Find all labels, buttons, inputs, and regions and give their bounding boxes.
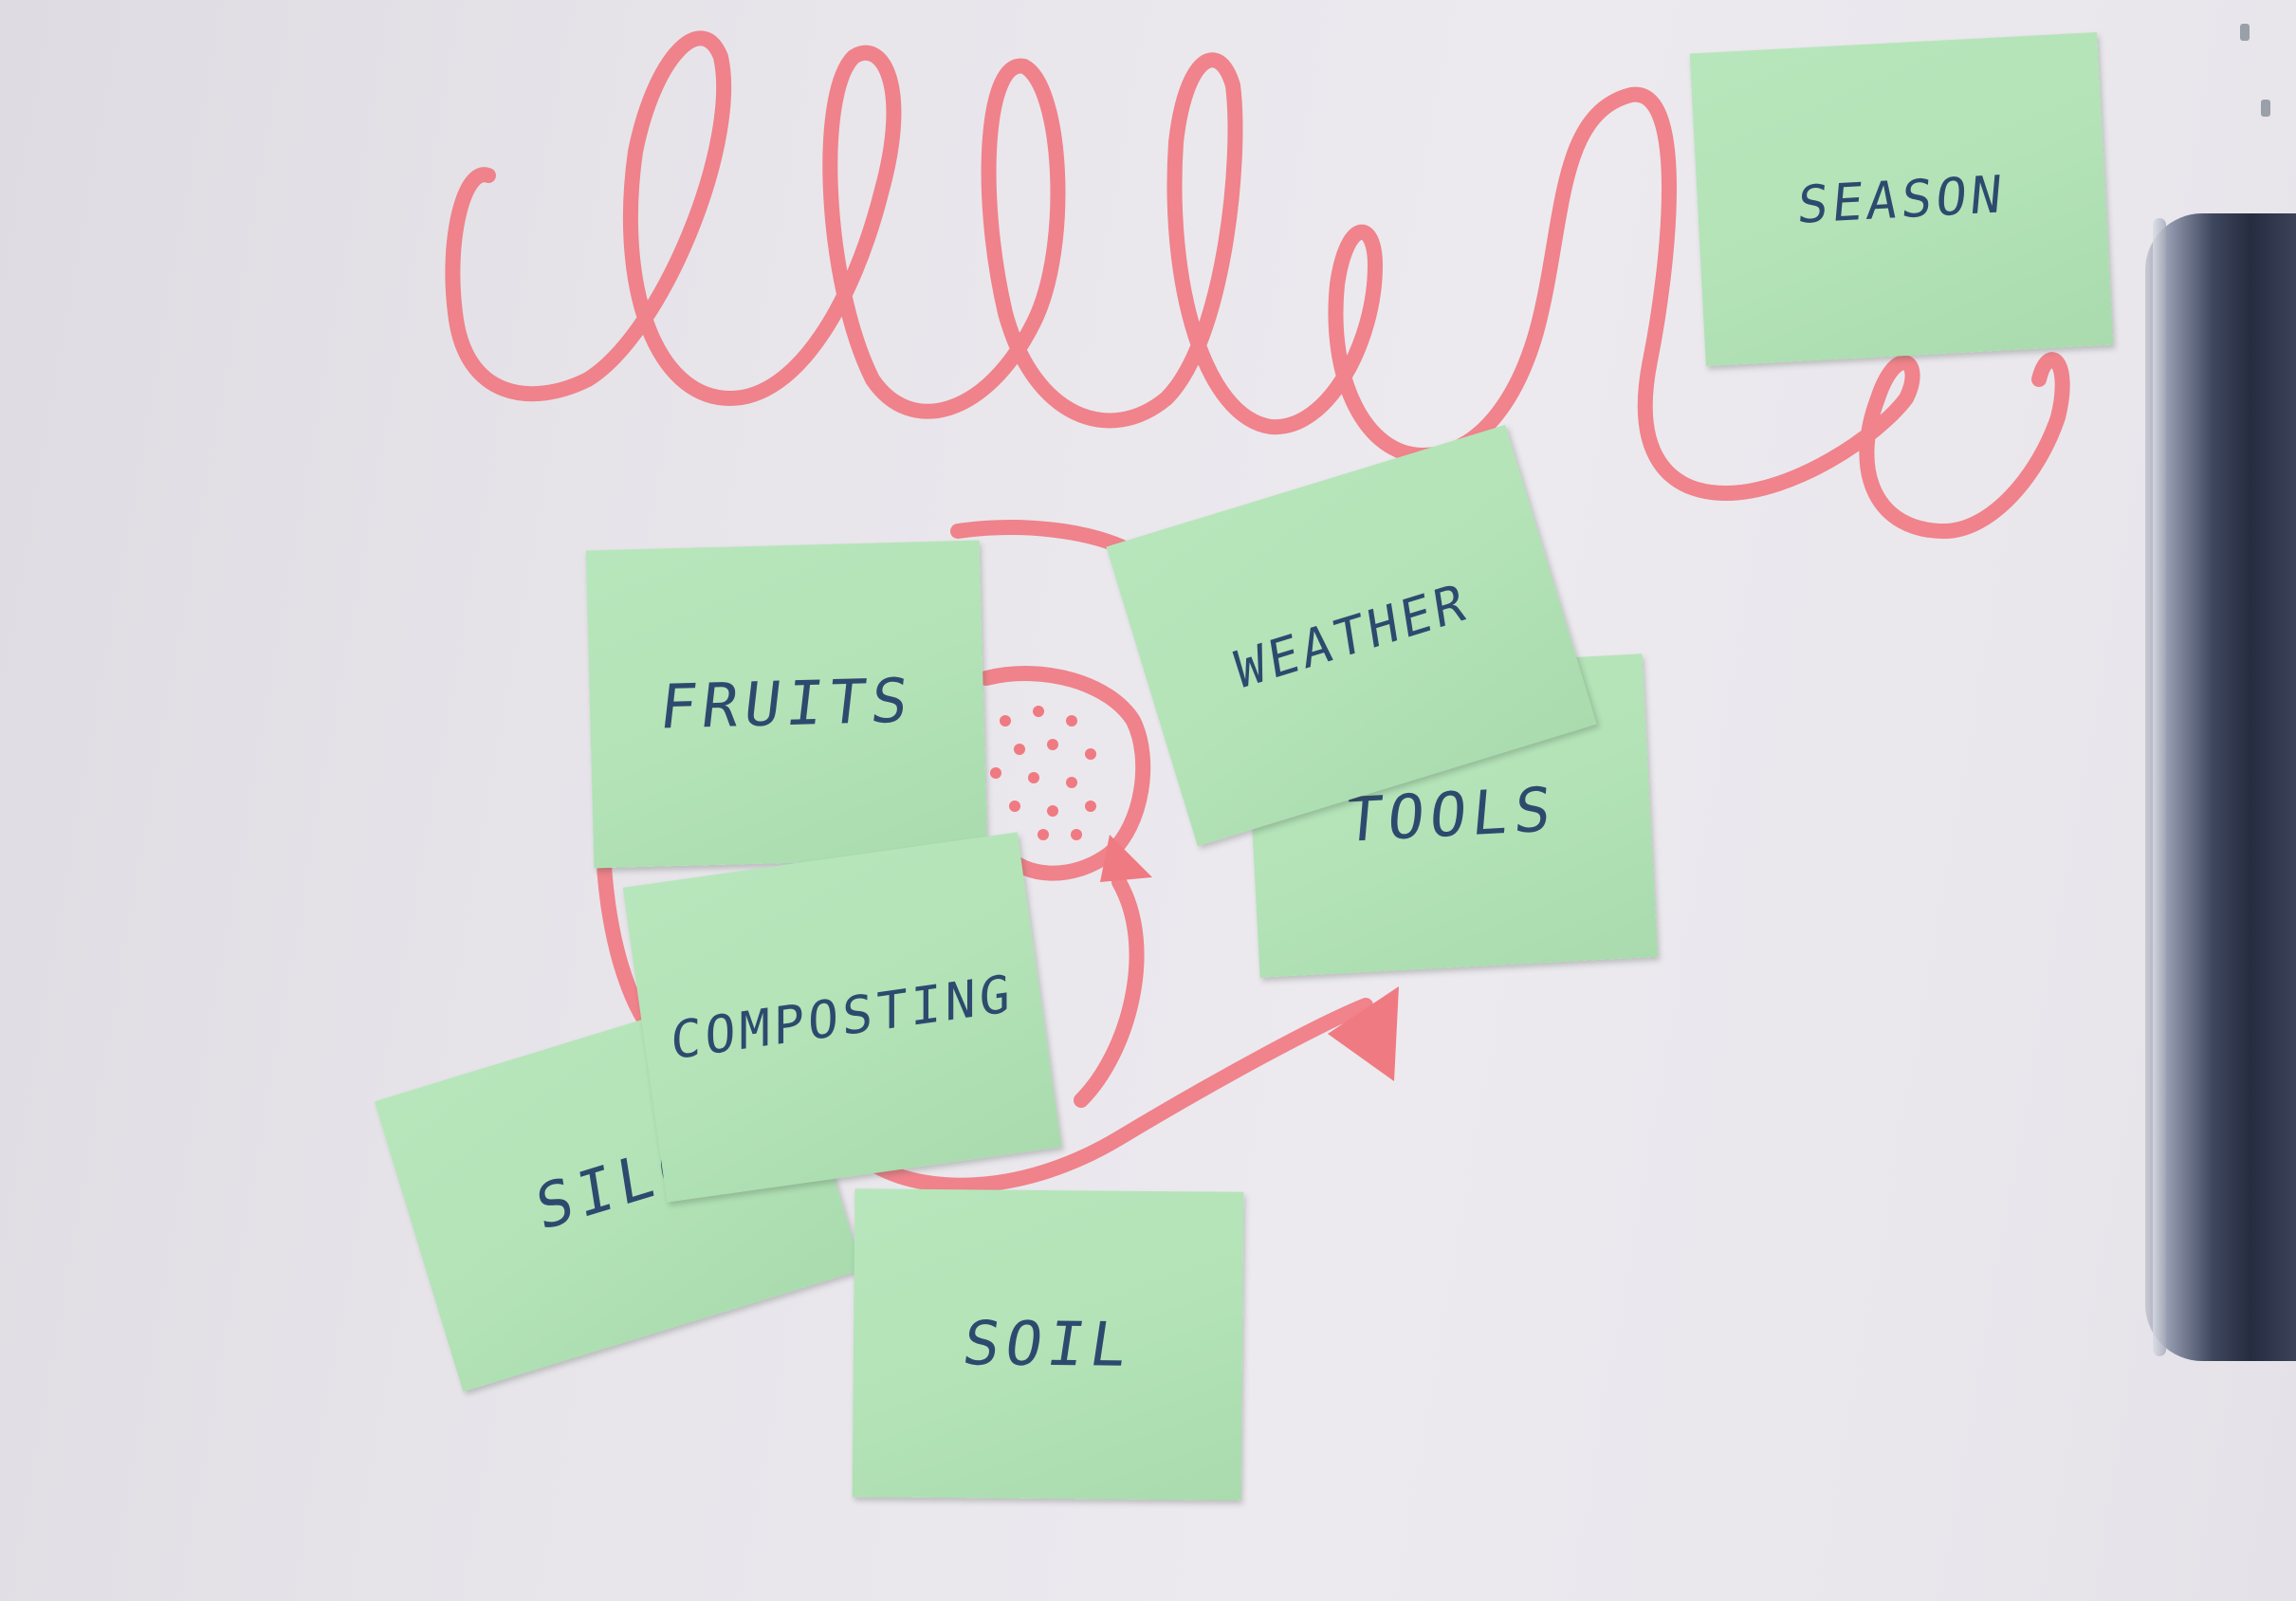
note-label-composting: COMPOSTING xyxy=(670,963,1014,1072)
cycle-arrow-bottom xyxy=(870,998,1373,1193)
note-label-soil: SOIL xyxy=(958,1308,1138,1381)
sticky-note-composting: COMPOSTING xyxy=(622,832,1062,1203)
arrowheads xyxy=(1100,835,1399,1081)
board-pin xyxy=(2261,100,2270,117)
sticky-note-season: SEASON xyxy=(1689,31,2114,367)
note-label-season: SEASON xyxy=(1794,163,2009,235)
sticky-note-soil: SOIL xyxy=(852,1188,1244,1500)
fruit-circle xyxy=(979,666,1151,881)
binder-ring-edge xyxy=(2153,218,2166,1356)
arrowhead-tools xyxy=(1328,986,1399,1081)
arrowhead-fruit xyxy=(1100,835,1152,882)
binder-ring xyxy=(2145,213,2296,1361)
board-pin xyxy=(2240,24,2250,41)
fruit-seeds xyxy=(990,706,1096,840)
note-label-fruits: FRUITS xyxy=(655,665,918,744)
sticky-note-fruits: FRUITS xyxy=(585,540,988,869)
cycle-arrow-right xyxy=(1074,874,1145,1108)
loop-scribble xyxy=(445,30,2070,539)
